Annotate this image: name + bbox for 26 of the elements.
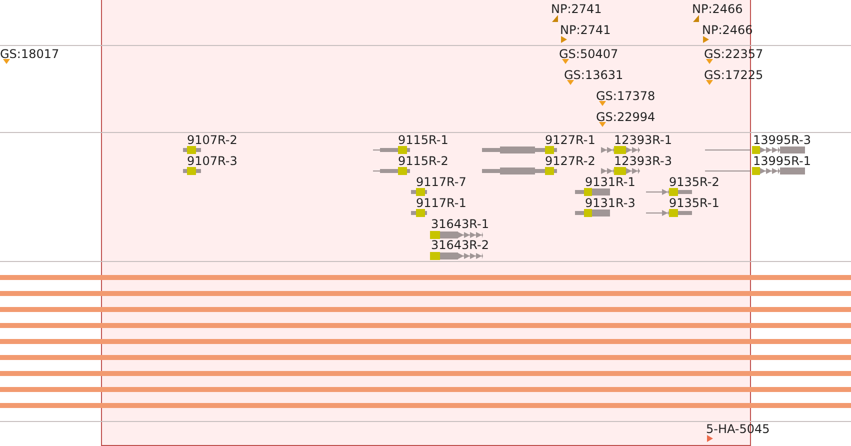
feature-label: 31643R-2 bbox=[431, 238, 489, 252]
feature-label: GS:17378 bbox=[596, 89, 656, 103]
feature-label: GS:18017 bbox=[0, 47, 60, 61]
feature-label: 12393R-3 bbox=[614, 154, 672, 168]
feature-label: 9131R-3 bbox=[585, 196, 636, 210]
feature-label: GS:13631 bbox=[564, 68, 624, 82]
feature-label: 12393R-1 bbox=[614, 133, 672, 147]
feature-label: 9135R-1 bbox=[669, 196, 720, 210]
feature-label: 9127R-1 bbox=[545, 133, 596, 147]
feature-label: NP:2741 bbox=[560, 23, 611, 37]
feature-label: 9117R-7 bbox=[416, 175, 466, 189]
feature-label: GS:50407 bbox=[559, 47, 618, 61]
feature-label: NP:2741 bbox=[551, 2, 602, 16]
feature-label: 9107R-3 bbox=[187, 154, 238, 168]
feature-label: 9135R-2 bbox=[669, 175, 720, 189]
feature-label: 9117R-1 bbox=[416, 196, 466, 210]
feature-label: 31643R-1 bbox=[431, 217, 489, 231]
feature-label: 9115R-2 bbox=[398, 154, 448, 168]
feature-label: 9107R-2 bbox=[187, 133, 238, 147]
feature-label: NP:2466 bbox=[692, 2, 743, 16]
feature-label: 9127R-2 bbox=[545, 154, 596, 168]
feature-label: 13995R-1 bbox=[753, 154, 811, 168]
feature-label: GS:22994 bbox=[596, 110, 656, 124]
feature-label: 13995R-3 bbox=[753, 133, 811, 147]
feature-label: 9115R-1 bbox=[398, 133, 448, 147]
feature-label: 9131R-1 bbox=[585, 175, 636, 189]
